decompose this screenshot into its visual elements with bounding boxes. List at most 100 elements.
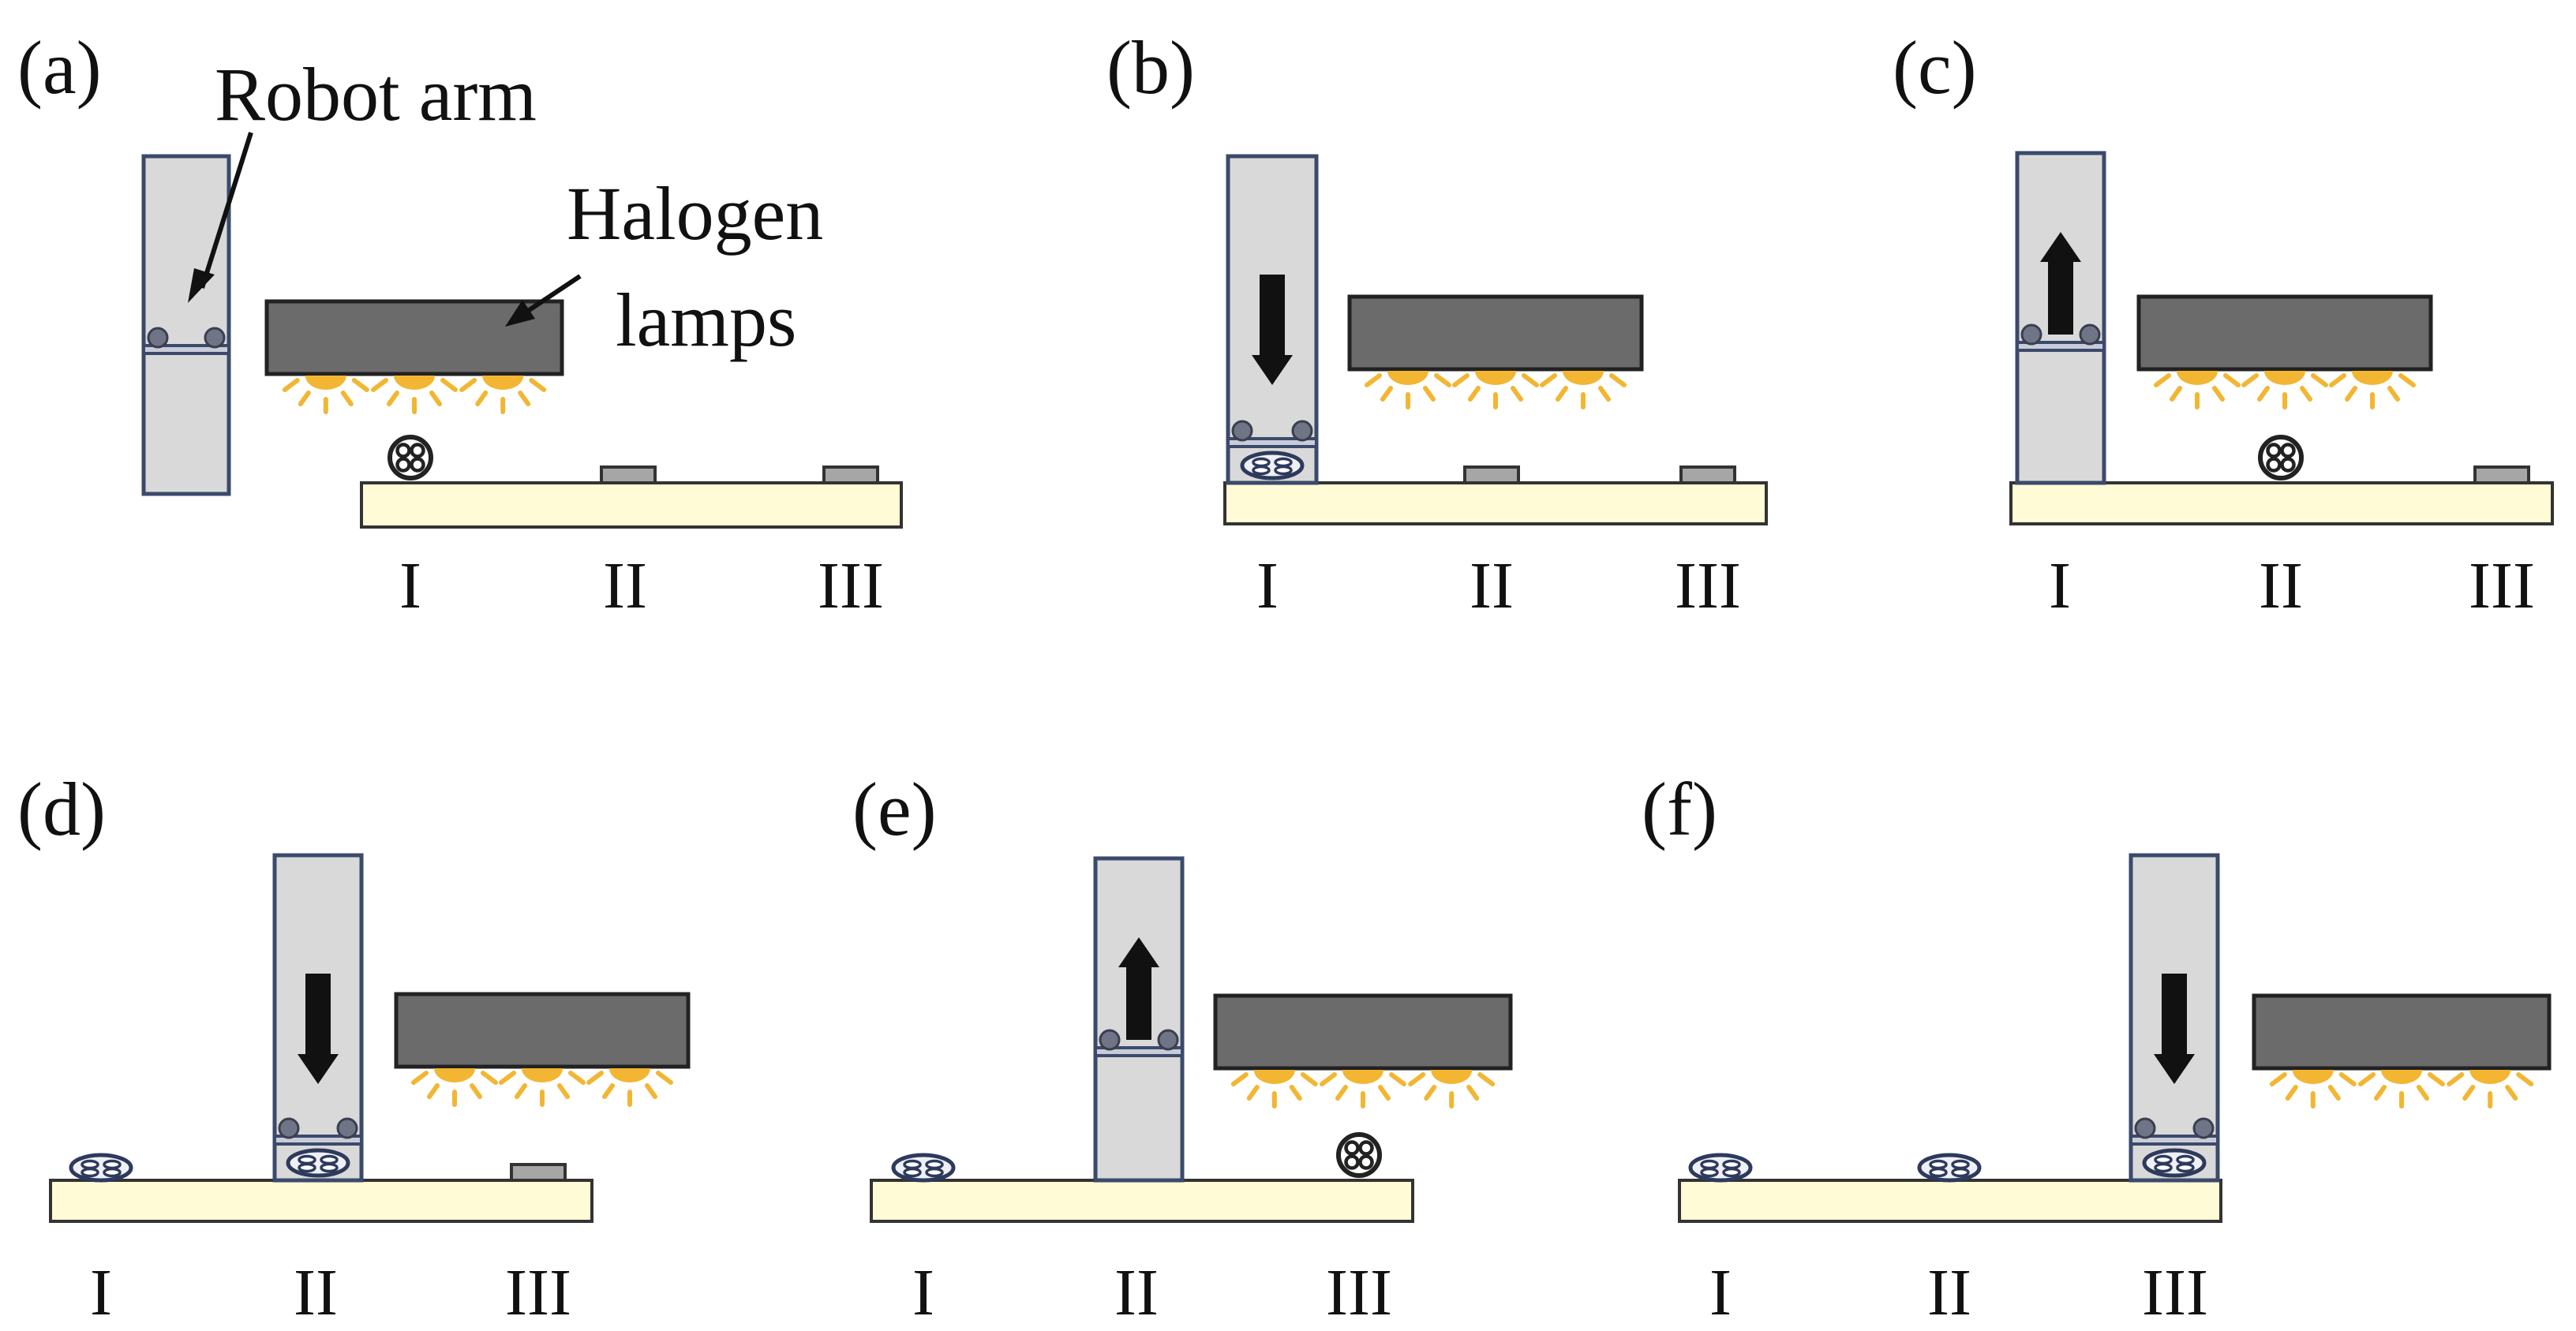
light-bulb-icon — [2269, 1070, 2357, 1109]
gripped-sample — [2142, 1148, 2207, 1178]
station-label-II: II — [2259, 549, 2303, 623]
halogen-lamp — [1213, 993, 1513, 1071]
light-bulb-icon — [2358, 1070, 2445, 1109]
light-bulb-icon — [2329, 371, 2416, 409]
light-bulb-icon — [371, 376, 458, 414]
light-bulb-icon — [459, 376, 547, 414]
gripper-band — [2129, 1135, 2219, 1146]
panel-label: (f) — [1642, 767, 1717, 851]
panel-label: (d) — [17, 767, 106, 851]
light-bulb-icon — [2447, 1070, 2534, 1109]
gripper-knob — [1099, 1029, 1121, 1051]
placed-sample — [891, 1153, 956, 1183]
station-label-III: III — [2142, 1256, 2208, 1329]
halogen-lamp — [264, 299, 564, 376]
panel-label: (a) — [17, 25, 102, 110]
arrow-up-icon — [1118, 937, 1159, 1040]
platform — [49, 1179, 593, 1223]
panel-label: (e) — [852, 767, 937, 851]
gripper-knob — [2020, 323, 2042, 346]
gripped-sample — [1240, 451, 1305, 480]
station-label-III: III — [505, 1256, 571, 1329]
platform — [1223, 481, 1768, 525]
arrow-down-icon — [2154, 974, 2195, 1084]
holder-pad — [1463, 465, 1520, 484]
robot-arm-annotation: Robot arm — [188, 52, 537, 303]
gripper-knob — [204, 327, 226, 349]
sample-disc — [388, 435, 433, 480]
station-label-I: I — [2049, 549, 2071, 623]
gripper-knob — [2134, 1117, 2156, 1139]
placed-sample — [1917, 1153, 1982, 1183]
placed-sample — [69, 1153, 133, 1183]
station-label-III: III — [2469, 549, 2535, 623]
station-label-I: I — [1709, 1256, 1732, 1329]
light-bulb-icon — [411, 1068, 498, 1107]
station-label-I: I — [90, 1256, 112, 1329]
halogen-pointer — [519, 274, 582, 318]
platform — [1678, 1179, 2222, 1223]
station-label-II: II — [294, 1256, 338, 1329]
station-label-II: II — [1470, 549, 1514, 623]
robot-arm-pointer-head — [188, 268, 215, 303]
sample-disc — [1336, 1132, 1382, 1178]
gripper-knob — [278, 1117, 300, 1139]
holder-pad — [822, 465, 879, 484]
panel-label: (c) — [1893, 25, 1977, 110]
halogen-lamp — [2252, 993, 2552, 1071]
station-label-II: II — [1927, 1256, 1971, 1329]
station-label-III: III — [1675, 549, 1741, 623]
light-bulb-icon — [2241, 371, 2328, 409]
halogen-label-line2: lamps — [616, 278, 796, 362]
light-bulb-icon — [282, 376, 369, 414]
station-label-II: II — [603, 549, 647, 623]
gripper-knob — [147, 327, 169, 349]
station-label-II: II — [1114, 1256, 1159, 1329]
halogen-lamp — [394, 992, 691, 1069]
arrow-up-icon — [2040, 232, 2081, 335]
sample-disc — [2258, 435, 2304, 480]
holder-pad — [600, 465, 657, 484]
light-bulb-icon — [1408, 1070, 1496, 1109]
gripper-knob — [1291, 420, 1313, 442]
holder-pad — [1679, 465, 1736, 484]
station-label-III: III — [818, 549, 884, 623]
halogen-lamps-annotation: Halogen lamps — [505, 171, 823, 362]
light-bulb-icon — [1320, 1070, 1406, 1109]
light-bulb-icon — [586, 1068, 673, 1107]
gripper-knob — [1231, 420, 1253, 442]
gripper-knob — [2192, 1117, 2215, 1139]
gripper-band — [1226, 437, 1318, 448]
arrow-down-icon — [1252, 275, 1293, 385]
gripper-band — [273, 1135, 363, 1146]
halogen-label-line1: Halogen — [567, 171, 823, 256]
holder-pad — [510, 1163, 567, 1182]
halogen-pointer-head — [505, 300, 535, 327]
platform — [2009, 481, 2554, 525]
gripper-knob — [1157, 1029, 1179, 1051]
gripper-band — [1094, 1046, 1184, 1057]
platform — [870, 1179, 1414, 1223]
robot-arm-pointer — [200, 132, 253, 289]
gripper-knob — [336, 1117, 358, 1139]
placed-sample — [1688, 1153, 1753, 1183]
arrow-down-icon — [298, 974, 339, 1084]
light-bulb-icon — [1365, 371, 1451, 409]
station-label-I: I — [399, 549, 421, 623]
gripped-sample — [286, 1148, 350, 1178]
light-bulb-icon — [1540, 371, 1627, 409]
light-bulb-icon — [1452, 371, 1539, 409]
robot-arm-label: Robot arm — [215, 52, 537, 136]
gripper-knob — [2079, 323, 2101, 346]
station-label-I: I — [1256, 549, 1279, 623]
gripper-band — [142, 344, 230, 355]
holder-pad — [2473, 465, 2530, 484]
robot-arm — [141, 154, 231, 496]
